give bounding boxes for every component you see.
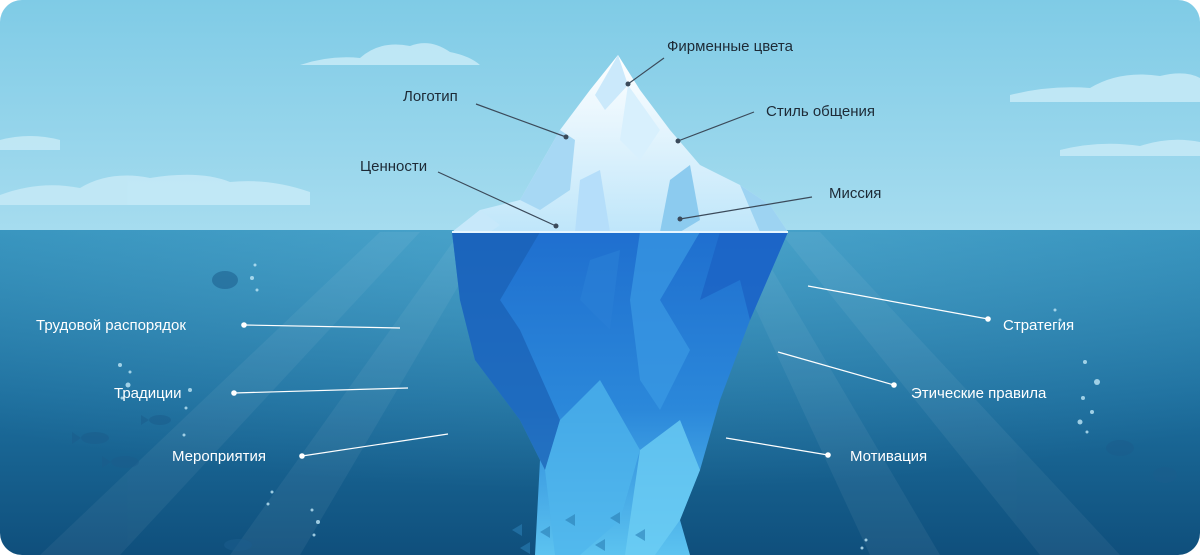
fish-school xyxy=(512,512,645,554)
label-traditions: Традиции xyxy=(114,385,182,402)
label-logo: Логотип xyxy=(403,88,458,105)
label-mission: Миссия xyxy=(829,185,882,202)
label-communication-style: Стиль общения xyxy=(766,103,876,120)
light-rays xyxy=(40,232,1120,555)
label-brand-colors: Фирменные цвета xyxy=(667,38,793,55)
label-events: Мероприятия xyxy=(172,448,267,465)
label-ethics: Этические правила xyxy=(911,385,1047,402)
label-strategy: Стратегия xyxy=(1003,317,1075,334)
label-work-schedule: Трудовой распорядок xyxy=(36,317,186,334)
label-values: Ценности xyxy=(360,158,428,175)
leader-lines-above xyxy=(437,57,813,229)
clouds xyxy=(0,43,1200,205)
leader-lines-below xyxy=(231,285,991,459)
label-motivation: Мотивация xyxy=(850,448,928,465)
fish-silhouettes xyxy=(72,271,1177,551)
iceberg-underwater xyxy=(452,232,788,555)
bubbles xyxy=(118,263,1100,550)
iceberg-above xyxy=(452,55,788,233)
